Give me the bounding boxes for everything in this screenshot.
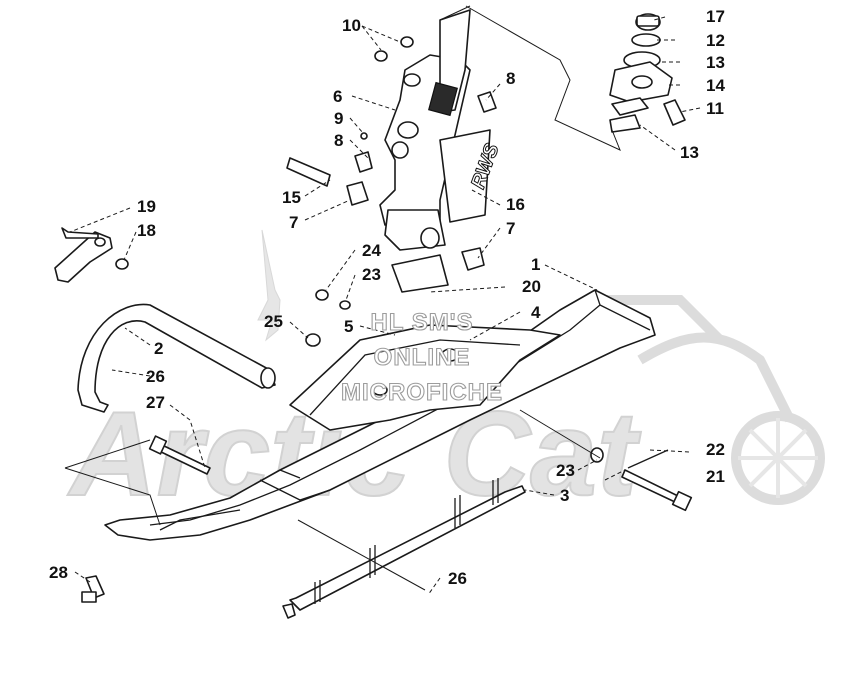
callout-13b: 13 <box>680 143 699 162</box>
callout-4: 4 <box>531 303 541 322</box>
ski-runner-part <box>282 478 526 619</box>
callout-3: 3 <box>560 486 569 505</box>
motorcycle-watermark <box>600 295 825 505</box>
callout-1: 1 <box>531 255 540 274</box>
callout-2: 2 <box>154 339 163 358</box>
callout-16: 16 <box>506 195 525 214</box>
callout-28: 28 <box>49 563 68 582</box>
callout-11: 11 <box>706 99 724 118</box>
spindle-hardware <box>286 36 604 463</box>
steering-arm-assembly <box>609 13 686 133</box>
callout-18: 18 <box>137 221 156 240</box>
bolts <box>81 435 693 603</box>
callout-13a: 13 <box>706 53 725 72</box>
callout-27: 27 <box>146 393 165 412</box>
callout-15: 15 <box>282 188 301 207</box>
callout-12: 12 <box>706 31 725 50</box>
callout-7a: 7 <box>289 213 298 232</box>
callout-labels: 10 6 9 8 8 15 7 16 7 17 12 13 14 11 13 1… <box>49 7 725 588</box>
callout-19: 19 <box>137 197 156 216</box>
ski-handle-part <box>77 303 276 413</box>
callout-7b: 7 <box>506 219 515 238</box>
ski-saddle-part <box>289 324 561 431</box>
watermark-line-1: HL SM'S <box>371 309 474 336</box>
watermark-line-3: MICROFICHE <box>341 379 503 406</box>
callout-5: 5 <box>344 317 353 336</box>
callout-21: 21 <box>706 467 725 486</box>
callout-9: 9 <box>334 109 343 128</box>
callout-24: 24 <box>362 241 381 260</box>
callout-26a: 26 <box>146 367 165 386</box>
callout-14: 14 <box>706 76 725 95</box>
callout-25: 25 <box>264 312 283 331</box>
callout-6: 6 <box>333 87 342 106</box>
callout-17: 17 <box>706 7 725 26</box>
watermark-line-2: ONLINE <box>374 344 471 371</box>
spindle-part: RWS <box>379 9 504 251</box>
bracket-part <box>54 227 129 283</box>
callout-22: 22 <box>706 440 725 459</box>
tower-watermark <box>257 229 281 342</box>
callout-23b: 23 <box>556 461 575 480</box>
spindle-thread <box>428 81 458 117</box>
callout-23a: 23 <box>362 265 381 284</box>
callout-8a: 8 <box>334 131 343 150</box>
callout-26b: 26 <box>448 569 467 588</box>
callout-20: 20 <box>522 277 541 296</box>
callout-8b: 8 <box>506 69 515 88</box>
decal-part <box>439 129 491 223</box>
leader-lines <box>64 5 701 596</box>
callout-10: 10 <box>342 16 361 35</box>
watermark-text: HL SM'S ONLINE MICROFICHE <box>340 308 503 406</box>
